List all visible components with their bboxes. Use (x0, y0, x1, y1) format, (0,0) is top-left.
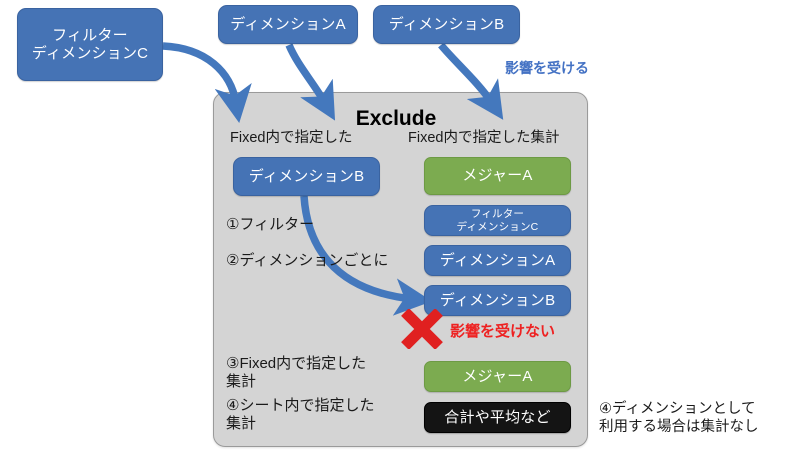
panel-title: Exclude (355, 107, 437, 130)
node-filter-dimension-c[interactable]: フィルター ディメンションC (17, 8, 163, 81)
box-panel-measure-a[interactable]: メジャーA (424, 157, 571, 195)
step-3-fixed-aggregate: ③Fixed内で指定した 集計 (226, 355, 367, 391)
panel-header-left: Fixed内で指定した (230, 130, 353, 146)
note-not-affected: 影響を受けない (450, 323, 556, 340)
node-dimension-b[interactable]: ディメンションB (373, 5, 520, 44)
box-stack-dimension-a[interactable]: ディメンションA (424, 245, 571, 276)
note-affected: 影響を受ける (505, 60, 589, 76)
box-panel-dimension-b[interactable]: ディメンションB (233, 157, 380, 196)
node-dimension-a[interactable]: ディメンションA (218, 5, 358, 44)
x-mark-icon (401, 309, 443, 349)
box-stack-dimension-b[interactable]: ディメンションB (424, 285, 571, 316)
box-stack-filter-dimension-c[interactable]: フィルター ディメンションC (424, 205, 571, 236)
step-4-sheet-aggregate: ④シート内で指定した 集計 (226, 397, 375, 433)
note-footer: ④ディメンションとして 利用する場合は集計なし (599, 401, 759, 435)
box-bottom-measure-a[interactable]: メジャーA (424, 361, 571, 392)
step-2-per-dimension: ②ディメンションごとに (226, 252, 389, 269)
box-bottom-aggregate[interactable]: 合計や平均など (424, 402, 571, 433)
step-1-filter: ①フィルター (226, 216, 315, 233)
panel-header-right: Fixed内で指定した集計 (408, 130, 560, 146)
